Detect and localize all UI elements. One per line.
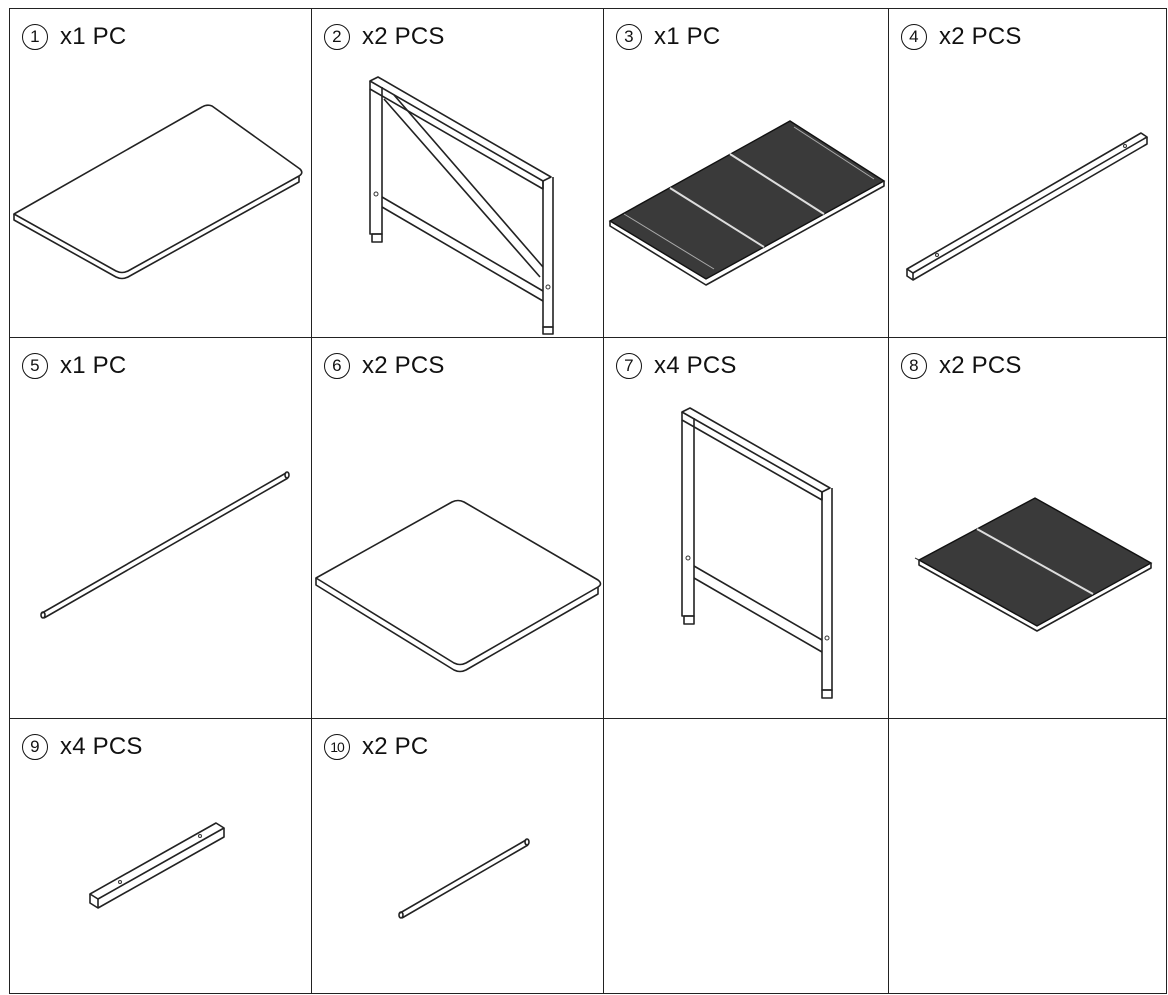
part-label: 10 x2 PC xyxy=(324,733,428,761)
part-quantity: x2 PCS xyxy=(362,23,445,50)
short-square-tube-icon xyxy=(89,822,225,909)
part-number-badge: 2 xyxy=(324,24,350,50)
part-cell-1: 1 x1 PC xyxy=(9,8,312,338)
part-quantity: x1 PC xyxy=(60,23,127,50)
part-cell-4: 4 x2 PCS xyxy=(888,8,1167,338)
part-label: 7 x4 PCS xyxy=(616,352,737,380)
empty-cell xyxy=(888,718,1167,994)
part-label: 1 x1 PC xyxy=(22,23,126,51)
square-board-icon xyxy=(315,499,602,673)
part-cell-7: 7 x4 PCS xyxy=(603,337,889,719)
part-cell-6: 6 x2 PCS xyxy=(311,337,604,719)
part-label: 3 x1 PC xyxy=(616,23,720,51)
part-number-badge: 7 xyxy=(616,353,642,379)
part-label: 8 x2 PCS xyxy=(901,352,1022,380)
part-quantity: x1 PC xyxy=(654,23,721,50)
part-label: 4 x2 PCS xyxy=(901,23,1022,51)
part-quantity: x1 PC xyxy=(60,352,127,379)
mesh-shelf-long-icon xyxy=(608,120,886,286)
mesh-shelf-square-icon xyxy=(914,497,1153,632)
part-quantity: x2 PCS xyxy=(939,352,1022,379)
part-quantity: x2 PCS xyxy=(939,23,1022,50)
part-label: 2 x2 PCS xyxy=(324,23,445,51)
leg-frame-icon xyxy=(681,407,833,699)
part-cell-10: 10 x2 PC xyxy=(311,718,604,994)
part-quantity: x4 PCS xyxy=(60,733,143,760)
part-quantity: x2 PCS xyxy=(362,352,445,379)
square-tube-beam-icon xyxy=(906,132,1148,281)
part-number-badge: 3 xyxy=(616,24,642,50)
part-quantity: x4 PCS xyxy=(654,352,737,379)
part-number-badge: 5 xyxy=(22,353,48,379)
braced-leg-frame-icon xyxy=(369,76,554,335)
part-number-badge: 1 xyxy=(22,24,48,50)
part-quantity: x2 PC xyxy=(362,733,429,760)
long-rod-icon xyxy=(40,471,290,619)
part-cell-3: 3 x1 PC xyxy=(603,8,889,338)
part-label: 9 x4 PCS xyxy=(22,733,143,761)
parts-grid: 1 x1 PC 2 x2 PCS xyxy=(9,8,1167,994)
part-cell-9: 9 x4 PCS xyxy=(9,718,312,994)
part-cell-2: 2 x2 PCS xyxy=(311,8,604,338)
part-label: 5 x1 PC xyxy=(22,352,126,380)
part-number-badge: 6 xyxy=(324,353,350,379)
tabletop-icon xyxy=(13,104,303,280)
part-number-badge: 4 xyxy=(901,24,927,50)
short-rod-icon xyxy=(398,838,530,919)
empty-cell xyxy=(603,718,889,994)
part-cell-8: 8 x2 PCS xyxy=(888,337,1167,719)
part-cell-5: 5 x1 PC xyxy=(9,337,312,719)
part-number-badge: 9 xyxy=(22,734,48,760)
part-number-badge: 8 xyxy=(901,353,927,379)
part-number-badge: 10 xyxy=(324,734,350,760)
part-label: 6 x2 PCS xyxy=(324,352,445,380)
